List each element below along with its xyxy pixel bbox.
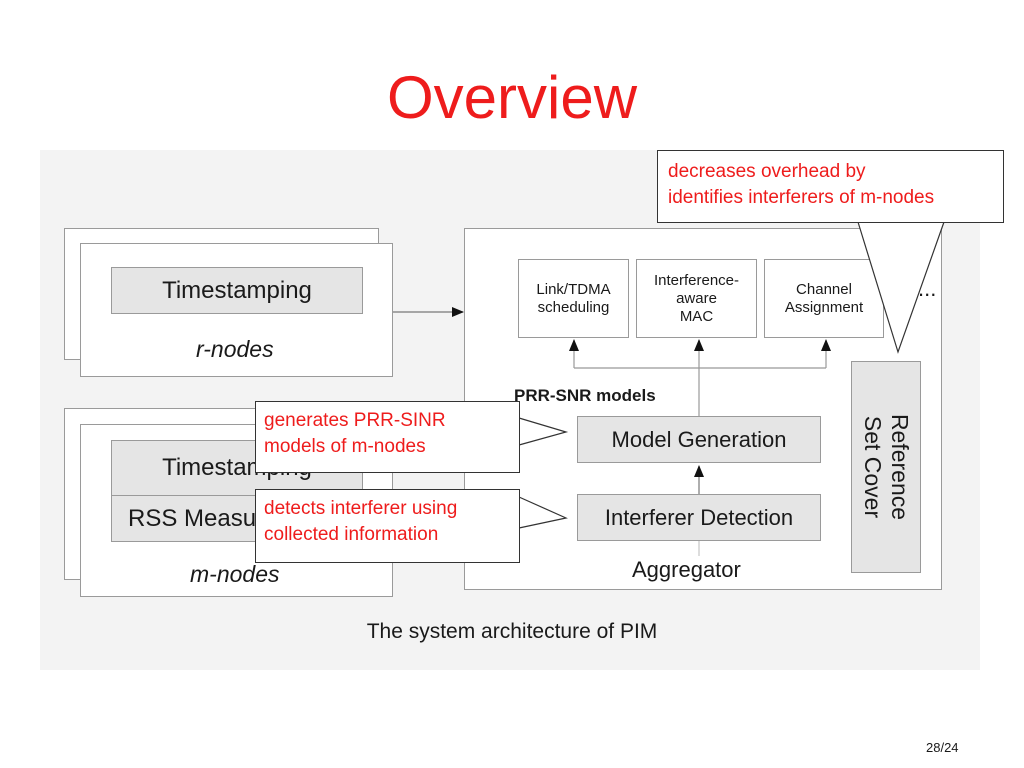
- r-nodes-timestamping-box: Timestamping: [111, 267, 363, 314]
- link-tdma-scheduling-box: Link/TDMA scheduling: [518, 259, 629, 338]
- slide-title: Overview: [386, 64, 638, 131]
- aggregator-label: Aggregator: [632, 557, 741, 582]
- m-nodes-timestamping-box: Timestamping: [111, 440, 363, 496]
- prr-callout-pointer: [518, 417, 569, 446]
- page-number: 28/24: [926, 740, 959, 755]
- interference-aware-mac-box: Interference- aware MAC: [636, 259, 757, 338]
- r-nodes-label: r-nodes: [196, 336, 274, 362]
- m-nodes-label: m-nodes: [190, 561, 280, 587]
- prr-snr-models-label: PRR-SNR models: [514, 386, 656, 405]
- model-generation-box: Model Generation: [577, 416, 821, 463]
- prr-callout: generates PRR-SINR models of m-nodes: [255, 401, 520, 473]
- channel-assignment-box: Channel Assignment: [764, 259, 884, 338]
- figure-caption: The system architecture of PIM: [366, 620, 658, 643]
- reference-set-cover-box: Reference Set Cover: [851, 361, 921, 573]
- overhead-callout: decreases overhead by identifies interfe…: [657, 150, 1004, 223]
- overhead-callout-pointer: [857, 221, 945, 354]
- detect-callout-pointer: [518, 496, 568, 529]
- interferer-detection-box: Interferer Detection: [577, 494, 821, 541]
- detect-callout: detects interferer using collected infor…: [255, 489, 520, 563]
